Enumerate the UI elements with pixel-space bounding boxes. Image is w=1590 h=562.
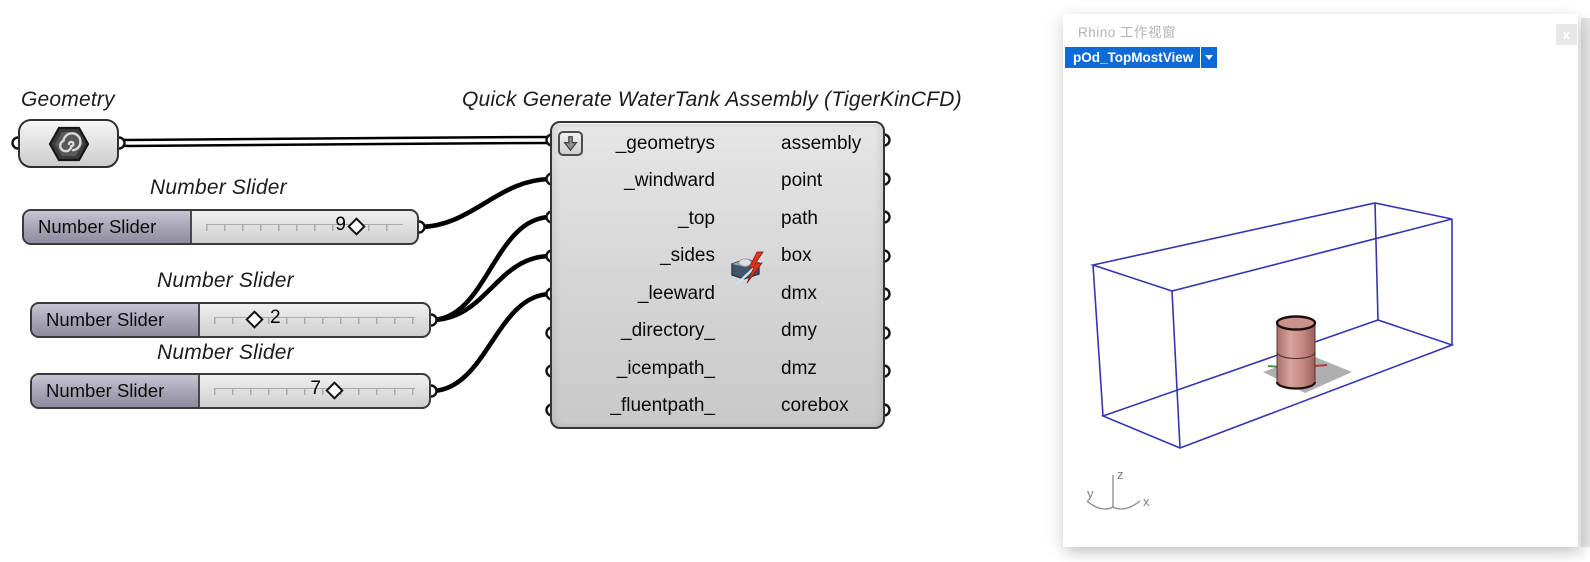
slider2-title: Number Slider <box>157 269 294 292</box>
slider2-handle[interactable] <box>245 310 264 329</box>
geometry-param[interactable] <box>18 119 119 168</box>
axis-label-x: x <box>1143 494 1150 509</box>
geometry-title: Geometry <box>21 88 115 111</box>
wire-slider2-to-top[interactable] <box>430 214 552 323</box>
slider2-name-label: Number Slider <box>32 304 200 336</box>
axis-label-y: y <box>1087 486 1094 501</box>
number-slider-2[interactable]: Number Slider 2 <box>30 302 431 338</box>
input-label-windward[interactable]: _windward <box>624 170 715 192</box>
background-window-edge <box>1581 18 1590 547</box>
slider9-name-label: Number Slider <box>24 211 192 243</box>
component-row: _leeward dmx <box>552 275 883 313</box>
slider7-title: Number Slider <box>157 341 294 364</box>
input-label-fluentpath[interactable]: _fluentpath_ <box>610 395 715 417</box>
rhino-panel-title: Rhino 工作视窗 <box>1078 25 1177 40</box>
flatten-button[interactable] <box>558 131 583 156</box>
watertank-assembly-component[interactable]: _geometrys assembly _windward point _top… <box>550 121 885 429</box>
slider7-value: 7 <box>310 378 321 399</box>
output-label-point[interactable]: point <box>781 170 823 192</box>
component-row: _directory_ dmy <box>552 313 883 351</box>
output-label-dmz[interactable]: dmz <box>781 357 817 379</box>
view-dropdown-arrow-icon[interactable] <box>1200 47 1217 68</box>
wire-slider7-to-leeward[interactable] <box>430 291 552 394</box>
output-label-box[interactable]: box <box>781 245 812 267</box>
wire-slider2-to-sides[interactable] <box>430 253 552 323</box>
component-row: _icempath_ dmz <box>552 350 883 388</box>
close-icon[interactable]: x <box>1556 24 1577 45</box>
wire-slider9-to-windward[interactable] <box>418 176 552 230</box>
slider2-ticks <box>214 317 415 324</box>
slider9-handle[interactable] <box>347 217 366 236</box>
slider9-rail[interactable]: 9 <box>192 211 417 243</box>
cylinder <box>1275 315 1317 390</box>
component-title: Quick Generate WaterTank Assembly (Tiger… <box>462 88 962 111</box>
output-label-path[interactable]: path <box>781 207 818 229</box>
component-row: _sides box <box>552 238 883 276</box>
axis-gizmo <box>1086 475 1141 510</box>
grasshopper-canvas[interactable]: Geometry Number Slider Number Slider 9 N… <box>0 0 1062 562</box>
rhino-viewport-panel[interactable]: Rhino 工作视窗 x pOd_TopMostView <box>1063 14 1578 547</box>
wire-geometry-inner <box>118 138 552 145</box>
slider2-rail[interactable]: 2 <box>200 304 429 336</box>
slider7-rail[interactable]: 7 <box>200 375 429 407</box>
component-row: _top path <box>552 200 883 238</box>
viewport-3d-scene[interactable]: z y x <box>1063 70 1578 547</box>
output-label-assembly[interactable]: assembly <box>781 132 862 154</box>
input-label-directory[interactable]: _directory_ <box>621 320 715 342</box>
wireframe-tank-box <box>1089 202 1455 449</box>
component-row: _windward point <box>552 163 883 201</box>
slider9-title: Number Slider <box>150 176 287 199</box>
component-row: _geometrys assembly <box>552 125 883 163</box>
view-selector[interactable]: pOd_TopMostView <box>1065 47 1218 68</box>
slider7-name-label: Number Slider <box>32 375 200 407</box>
geometry-hexagon-spiral-icon <box>48 126 89 161</box>
output-label-dmy[interactable]: dmy <box>781 320 817 342</box>
input-label-icempath[interactable]: _icempath_ <box>616 357 715 379</box>
input-label-top[interactable]: _top <box>678 207 715 229</box>
watertank-lightning-icon <box>731 251 764 286</box>
slider9-ticks <box>206 224 403 231</box>
axis-label-z: z <box>1117 467 1124 482</box>
number-slider-7[interactable]: Number Slider 7 <box>30 373 431 409</box>
input-label-leeward[interactable]: _leeward <box>637 282 715 304</box>
component-row: _fluentpath_ corebox <box>552 388 883 426</box>
input-label-geometrys[interactable]: _geometrys <box>615 132 715 154</box>
slider9-value: 9 <box>335 214 346 235</box>
view-name-label: pOd_TopMostView <box>1073 50 1194 65</box>
flatten-down-arrow-icon <box>563 136 578 152</box>
number-slider-9[interactable]: Number Slider 9 <box>22 209 419 245</box>
slider7-handle[interactable] <box>325 381 344 400</box>
slider2-value: 2 <box>270 307 281 328</box>
input-label-sides[interactable]: _sides <box>660 245 715 267</box>
output-label-corebox[interactable]: corebox <box>781 395 849 417</box>
slider7-ticks <box>214 388 415 395</box>
output-label-dmx[interactable]: dmx <box>781 282 817 304</box>
